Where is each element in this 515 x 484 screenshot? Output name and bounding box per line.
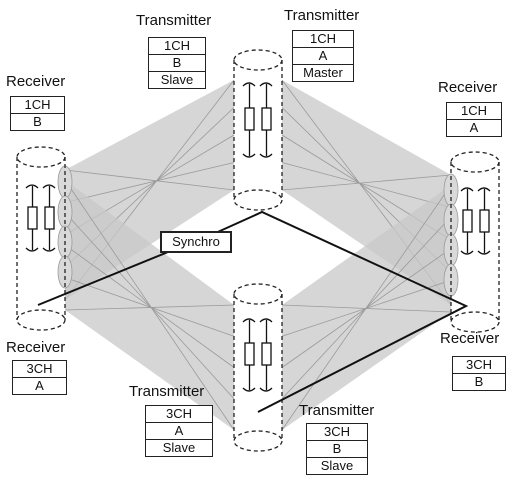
channel-cell: 3CH — [452, 356, 506, 374]
device-title: Receiver — [438, 79, 498, 96]
beam-ray — [64, 169, 235, 191]
bottom-device-cylinder — [233, 283, 283, 452]
group-cell: B — [452, 373, 506, 391]
group-cell: B — [148, 54, 206, 72]
group-cell: A — [292, 47, 354, 65]
group-cell: B — [306, 440, 368, 458]
signal-beams — [57, 79, 459, 431]
left-device-cylinder — [16, 146, 66, 331]
left-sensor-units — [25, 184, 56, 252]
beam-ray — [281, 174, 452, 191]
channel-cell: 1CH — [10, 96, 65, 114]
synchro-wiring — [37, 210, 469, 413]
right-device-cylinder — [450, 151, 500, 333]
device-title: Receiver — [440, 330, 500, 347]
right-sensor-units — [460, 187, 491, 255]
device-title: Receiver — [6, 73, 66, 90]
beam-ray — [64, 277, 235, 337]
beam-ray — [64, 162, 235, 203]
group-cell: B — [10, 113, 65, 131]
channel-cell: 1CH — [446, 102, 502, 120]
role-cell: Slave — [145, 439, 213, 457]
device-title: Transmitter — [284, 7, 360, 24]
beam-ray — [64, 244, 235, 368]
group-cell: A — [446, 119, 502, 137]
beam-ray — [64, 304, 235, 311]
role-cell: Master — [292, 64, 354, 82]
channel-cell: 3CH — [306, 423, 368, 441]
channel-cell: 1CH — [292, 30, 354, 48]
group-cell: A — [12, 377, 67, 395]
device-title: Transmitter — [299, 402, 375, 419]
role-cell: Slave — [306, 457, 368, 475]
beam-ray — [64, 179, 235, 431]
channel-cell: 1CH — [148, 37, 206, 55]
device-title: Transmitter — [129, 383, 205, 400]
bottom-sensor-units — [242, 318, 273, 392]
synchro-label: Synchro — [160, 231, 232, 253]
device-title: Transmitter — [136, 12, 212, 29]
group-cell: A — [145, 422, 213, 440]
top-device-cylinder — [233, 49, 283, 211]
top-sensor-units — [242, 82, 273, 158]
role-cell: Slave — [148, 71, 206, 89]
beam-ray — [281, 162, 452, 208]
device-title: Receiver — [6, 339, 66, 356]
beam-ray — [281, 184, 452, 431]
channel-cell: 3CH — [12, 360, 67, 378]
channel-cell: 3CH — [145, 405, 213, 423]
